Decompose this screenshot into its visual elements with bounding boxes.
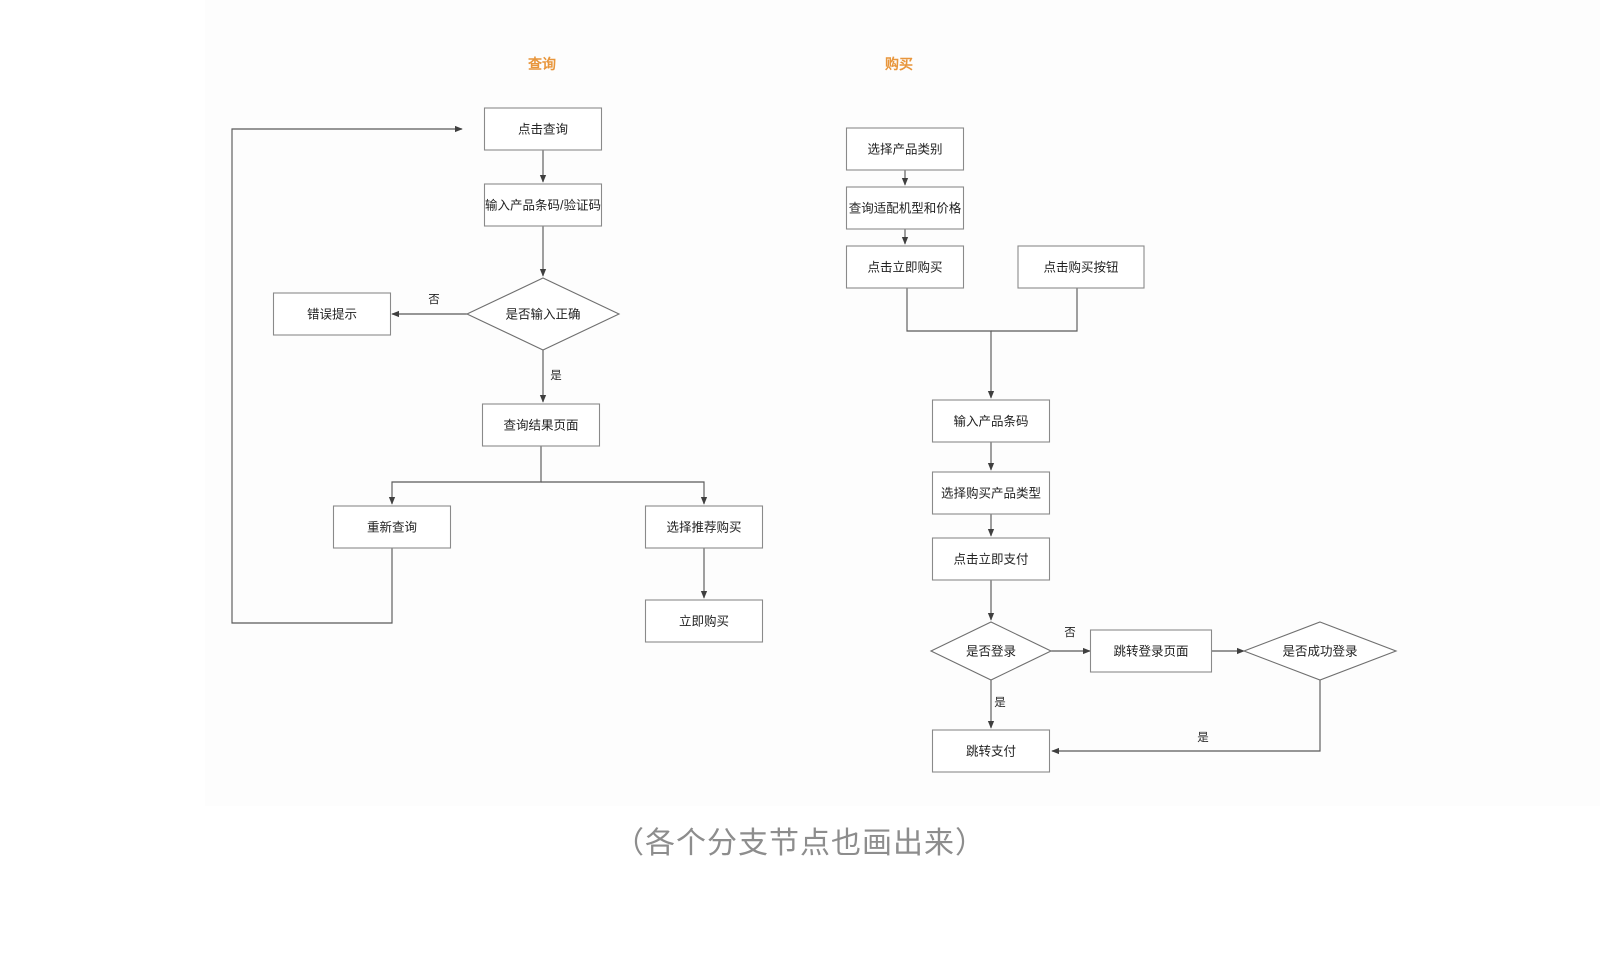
node-decision-is-logged-in[interactable]: 是否登录 <box>929 621 1053 681</box>
edge-label-no-logged-in: 否 <box>1064 627 1076 639</box>
edge-label-no-input-correct: 否 <box>428 294 440 306</box>
edge-success-yes-to-jumppay <box>1051 680 1321 755</box>
node-query-model-and-price[interactable]: 查询适配机型和价格 <box>845 186 965 230</box>
node-decision-login-success[interactable]: 是否成功登录 <box>1242 621 1398 681</box>
node-select-purchase-product-type[interactable]: 选择购买产品类型 <box>931 471 1051 515</box>
edge-requery-loopback-to-click-query <box>231 125 463 624</box>
edge-buynow-to-barcode <box>906 288 995 399</box>
node-decision-input-correct[interactable]: 是否输入正确 <box>465 277 621 351</box>
node-input-barcode-captcha[interactable]: 输入产品条码/验证码 <box>483 183 603 227</box>
node-jump-to-login-page[interactable]: 跳转登录页面 <box>1089 629 1213 673</box>
node-click-query[interactable]: 点击查询 <box>483 107 603 151</box>
edge-label-yes-logged-in: 是 <box>994 696 1006 709</box>
node-choose-recommended-purchase[interactable]: 选择推荐购买 <box>644 505 764 549</box>
node-jump-to-payment[interactable]: 跳转支付 <box>931 729 1051 773</box>
lane-title-purchase: 购买 <box>885 56 913 72</box>
node-buy-now[interactable]: 立即购买 <box>644 599 764 643</box>
node-click-pay-now[interactable]: 点击立即支付 <box>931 537 1051 581</box>
node-input-product-barcode[interactable]: 输入产品条码 <box>931 399 1051 443</box>
edge-label-yes-input-correct: 是 <box>550 369 562 382</box>
edge-label-yes-login-success: 是 <box>1197 731 1209 744</box>
diagram-caption: （各个分支节点也画出来） <box>614 827 986 860</box>
edge-buybutton-to-barcode <box>991 288 1078 332</box>
node-query-result-page[interactable]: 查询结果页面 <box>481 403 601 447</box>
edge-result-to-requery <box>388 446 542 505</box>
node-select-product-category[interactable]: 选择产品类别 <box>845 127 965 171</box>
node-click-buy-button[interactable]: 点击购买按钮 <box>1017 245 1145 289</box>
node-click-buy-now[interactable]: 点击立即购买 <box>845 245 965 289</box>
lane-title-query: 查询 <box>528 56 556 72</box>
node-requery[interactable]: 重新查询 <box>332 505 452 549</box>
edge-result-to-recommend <box>541 481 708 505</box>
node-error-message[interactable]: 错误提示 <box>272 292 392 336</box>
